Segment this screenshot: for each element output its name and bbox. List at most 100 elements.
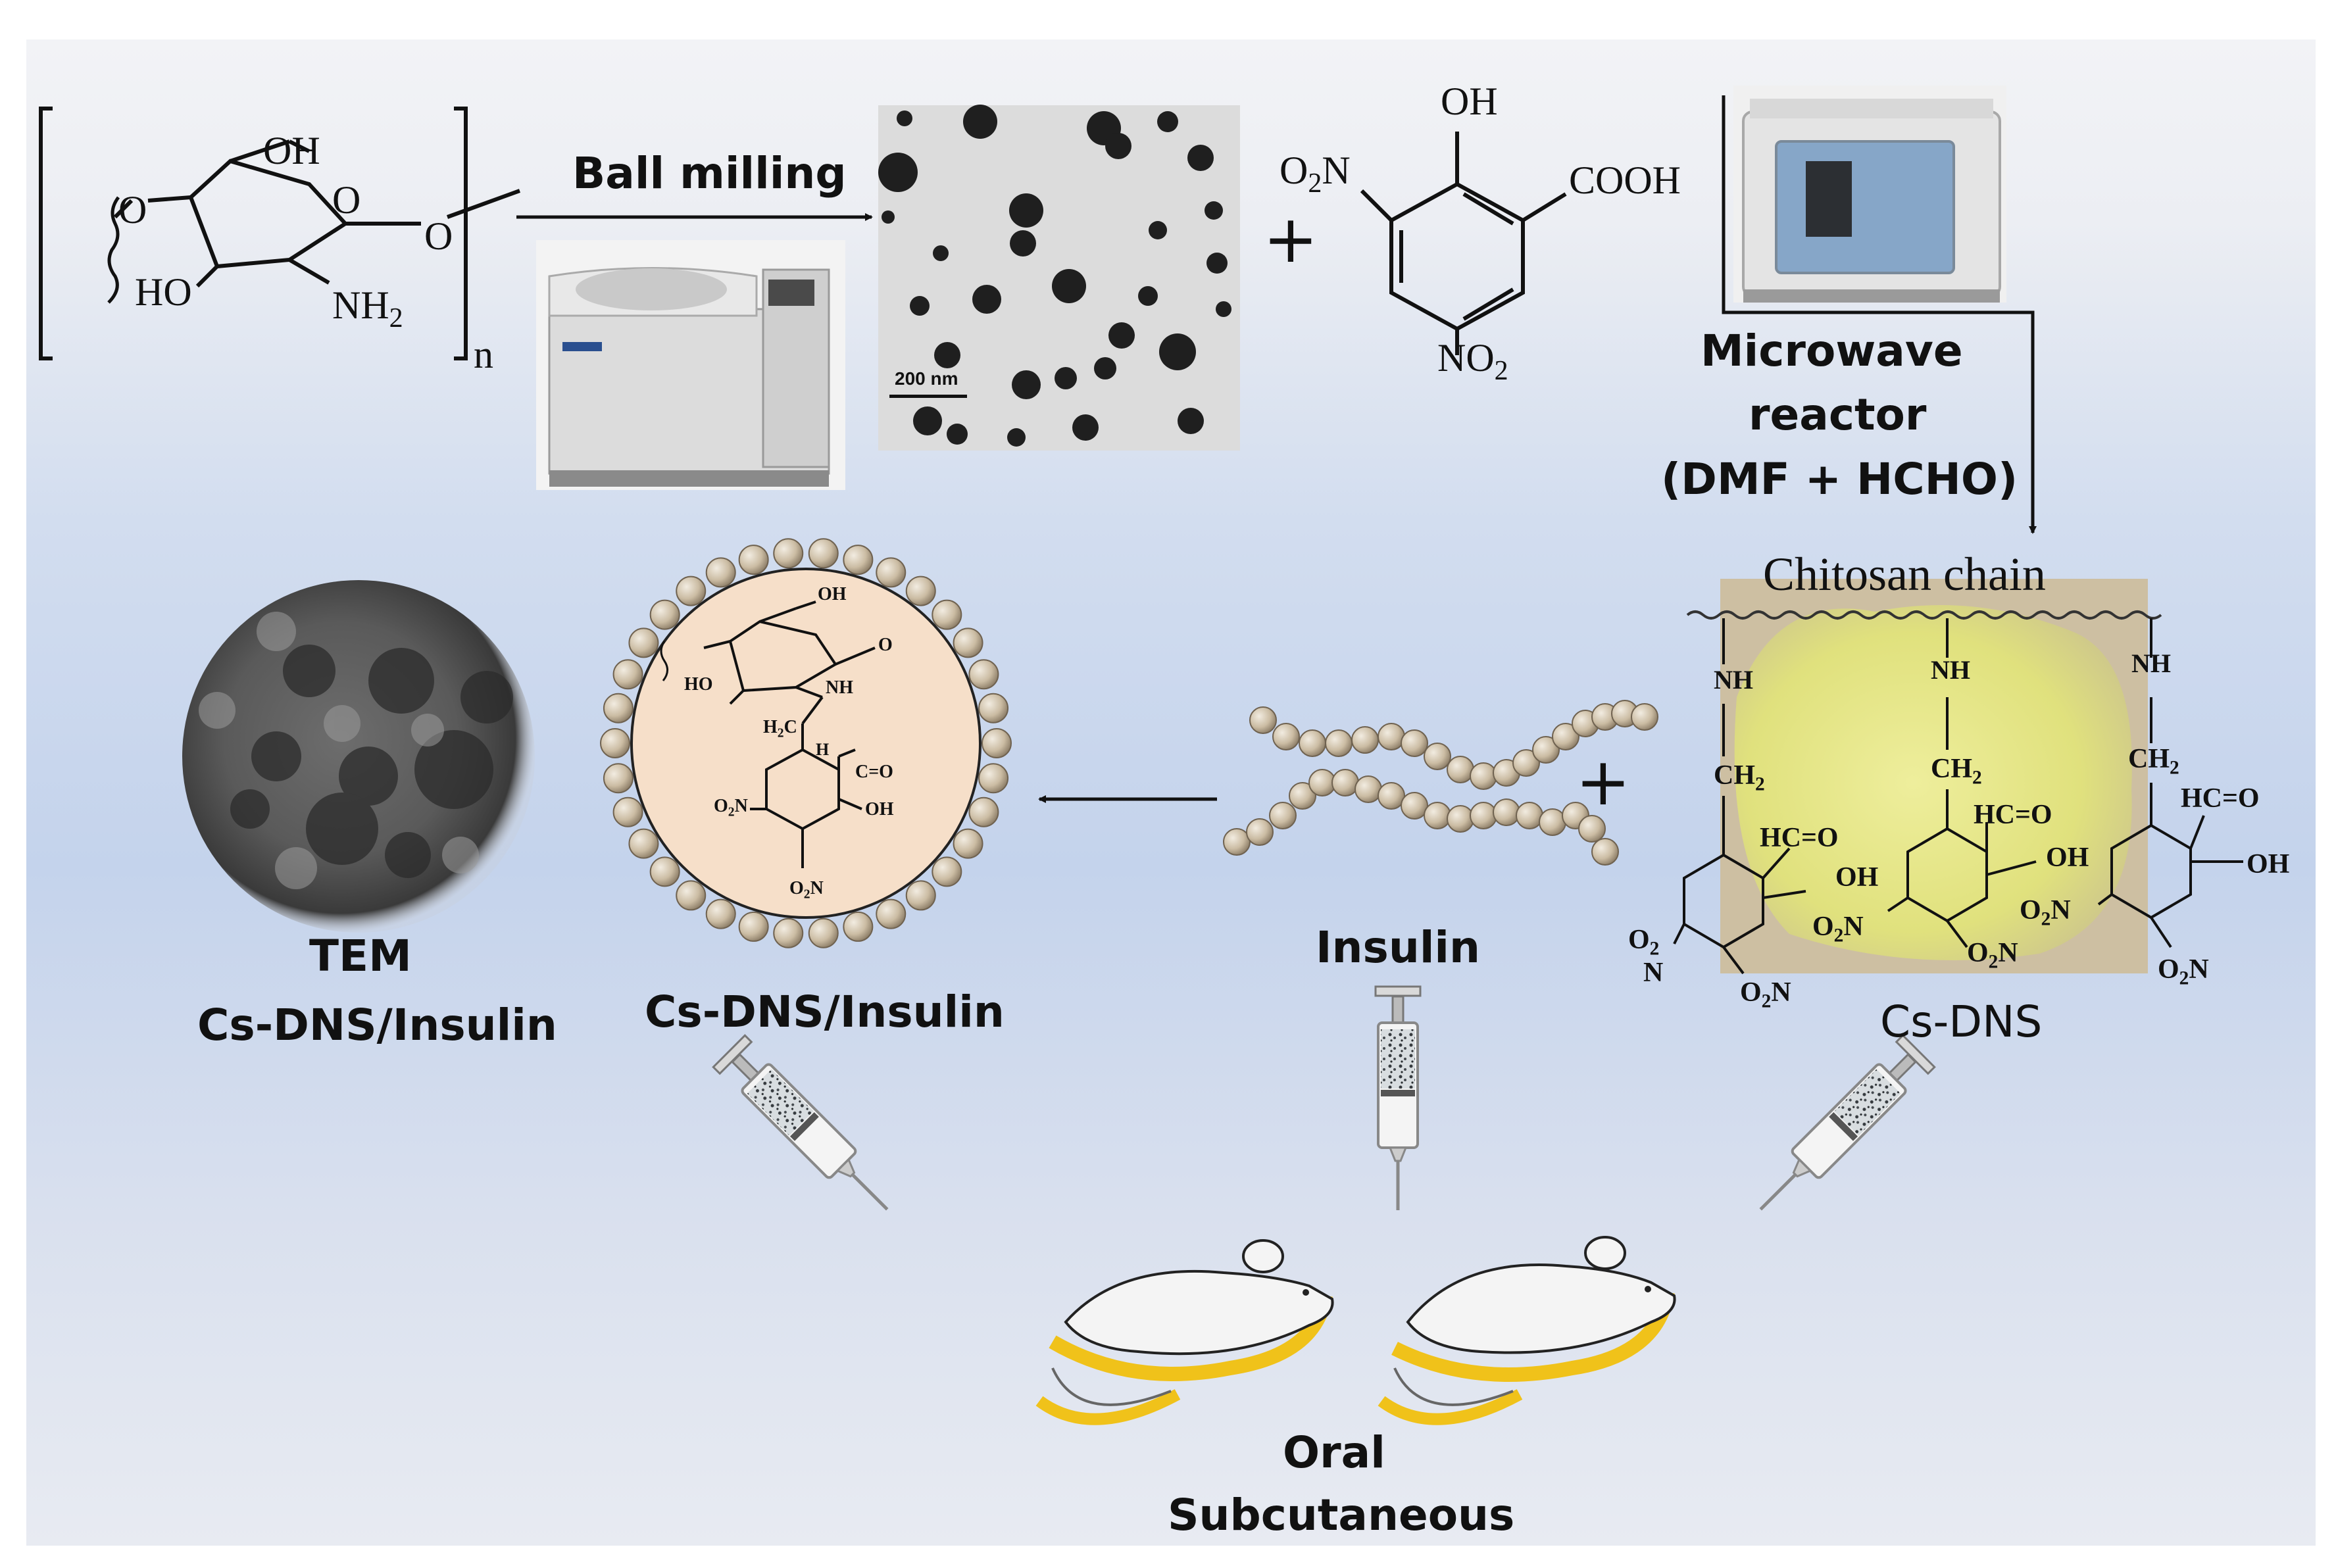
cs-dns-ch2-2: CH2 (1931, 754, 1982, 789)
surface-bead (843, 911, 874, 942)
cs-dns-o2n-2: O2N (2020, 895, 2071, 930)
surface-bead (612, 796, 643, 827)
surface-bead (738, 545, 769, 576)
cs-dns-n-left: N (1643, 958, 1664, 988)
surface-bead (628, 627, 659, 658)
cs-dns-oh-1: OH (1835, 862, 1879, 893)
cs-dns-oh-3: OH (2247, 849, 2290, 879)
cs-dns-hco-3: HC=O (2181, 783, 2260, 814)
surface-bead (808, 918, 839, 948)
insulin-bead (1299, 729, 1326, 757)
ch2-bond (230, 139, 290, 163)
insulin-bead (1289, 782, 1316, 810)
np-bottom-o2n-label: O2N (789, 878, 824, 902)
insulin-bead (1272, 723, 1300, 750)
surface-bead (953, 828, 983, 859)
insulin-bead (1512, 749, 1540, 777)
chitosan-monomer-structure (39, 107, 521, 360)
surface-bead (705, 898, 736, 929)
cs-dns-o2n-5: O2N (2158, 954, 2209, 989)
cs-dns-ch2-3: CH2 (2128, 744, 2179, 779)
monomer-ring-o-label: O (332, 178, 361, 222)
np-h-label: H (816, 740, 830, 759)
nanoparticle-label: Cs-DNS/Insulin (645, 987, 1005, 1037)
np-nh-label: NH (826, 677, 853, 698)
cs-dns-o2-left: O2 (1628, 925, 1660, 960)
cs-dns-o2n-4: O2N (1740, 977, 1791, 1012)
rat-right (1378, 1236, 1676, 1425)
surface-bead (968, 659, 999, 690)
surface-bead (705, 557, 736, 588)
insulin-bead (1354, 775, 1382, 803)
tem-label-line1: TEM (309, 931, 412, 981)
insulin-bead (1516, 802, 1543, 829)
route-label-oral: Oral (1283, 1427, 1385, 1478)
insulin-bead (1578, 815, 1606, 843)
chitosan-chain-label: Chitosan chain (1763, 548, 2046, 600)
surface-bead (968, 796, 999, 827)
microwave-label-line1: Microwave (1701, 326, 1963, 376)
surface-bead (603, 693, 634, 723)
plus-sign-top: + (1263, 201, 1318, 278)
rat-left (1035, 1239, 1334, 1425)
insulin-bead (1269, 802, 1297, 829)
surface-bead (876, 898, 907, 929)
surface-bead (600, 728, 630, 758)
insulin-bead (1325, 729, 1353, 757)
microwave-label-line3: (DMF + HCHO) (1661, 454, 2018, 504)
cs-dns-label: Cs-DNS (1880, 996, 2043, 1047)
insulin-bead (1378, 782, 1405, 810)
surface-bead (932, 856, 962, 887)
surface-bead (932, 599, 962, 630)
surface-bead (676, 880, 707, 911)
route-label-subcutaneous: Subcutaneous (1168, 1490, 1515, 1540)
surface-bead (603, 763, 634, 794)
bracket-left (39, 107, 53, 360)
insulin-bead (1532, 736, 1560, 764)
microwave-reactor-photo (1733, 86, 2006, 303)
microwave-arrow (1722, 95, 2037, 534)
ball-milling-label: Ball milling (572, 148, 847, 199)
tem-image (182, 580, 535, 933)
dns-oh-label: OH (1441, 80, 1498, 123)
monomer-o-right-label: O (424, 214, 453, 258)
insulin-bead (1249, 706, 1277, 734)
surface-bead (649, 599, 680, 630)
cs-dns-structure (1673, 579, 2243, 975)
insulin-bead (1223, 828, 1251, 856)
dns-cooh-label: COOH (1569, 159, 1681, 202)
cs-dns-nh-3: NH (2131, 649, 2171, 678)
insulin-bead (1631, 703, 1658, 731)
insulin-bead (1378, 723, 1405, 750)
cs-dns-ch2-1: CH2 (1714, 760, 1765, 795)
cs-dns-nh-2: NH (1931, 655, 1970, 685)
cs-dns-insulin-nanoparticle (600, 538, 1012, 948)
insulin-bead-chain (1223, 700, 1658, 866)
dns-no2-label: NO2 (1437, 336, 1508, 386)
sem-image (878, 105, 1240, 451)
ball-mill-photo (536, 240, 845, 490)
insulin-bead (1401, 729, 1428, 757)
surface-bead (612, 659, 643, 690)
cs-dns-oh-2: OH (2046, 843, 2089, 873)
surface-bead (978, 693, 1009, 723)
np-o-label: O (878, 635, 893, 655)
surface-bead (649, 856, 680, 887)
insulin-bead (1470, 762, 1497, 790)
monomer-nh2-label: NH2 (332, 283, 403, 333)
monomer-o-left-label: O (118, 188, 147, 232)
cs-dns-hco-1: HC=O (1760, 823, 1839, 853)
insulin-bead (1552, 723, 1579, 750)
np-o2n-label: O2N (714, 796, 748, 820)
surface-bead (905, 880, 936, 911)
surface-bead (953, 627, 983, 658)
monomer-n-label: n (474, 333, 493, 376)
bracket-right (454, 107, 468, 360)
cs-dns-o2n-1: O2N (1812, 912, 1864, 946)
surface-bead (982, 728, 1012, 758)
insulin-bead (1493, 798, 1520, 826)
np-h2c-label: H2C (763, 717, 797, 741)
dns-o2n-label: O2N (1280, 149, 1351, 199)
